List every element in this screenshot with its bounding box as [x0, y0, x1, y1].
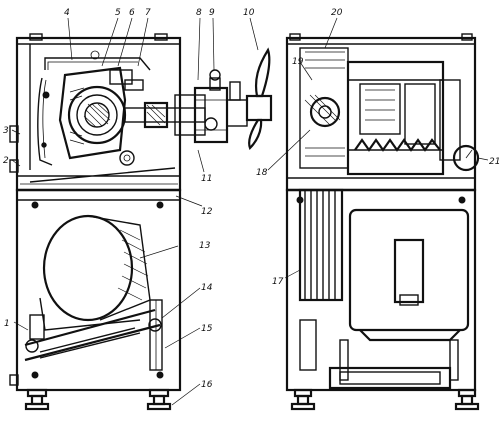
left-view: [9, 33, 273, 411]
callout-4: 4: [64, 8, 70, 18]
left-upper-cabinet: [15, 36, 182, 192]
callout-5: 5: [115, 8, 121, 18]
callout-18: 18: [256, 168, 268, 178]
callout-13: 13: [199, 241, 211, 251]
motor-side-view: [348, 208, 470, 342]
valve-block: [346, 60, 461, 176]
callout-12: 12: [201, 207, 213, 217]
callout-16: 16: [201, 380, 213, 390]
callout-11: 11: [201, 174, 212, 184]
callout-15: 15: [201, 324, 213, 334]
compressor-unit: [58, 66, 144, 166]
callout-9: 9: [209, 8, 215, 18]
callout-3: 3: [3, 126, 9, 136]
callout-7: 7: [145, 8, 151, 18]
right-upper-cabinet: [285, 36, 477, 192]
left-feet: [24, 388, 172, 411]
fan: [245, 47, 273, 150]
right-lower-cabinet: [285, 188, 477, 392]
left-lower-cabinet: [15, 188, 182, 392]
callout-labels: 1 2 3 4 5 6 7 8 9 10 11 12 13 14 15 16 1…: [3, 8, 500, 390]
callout-17: 17: [272, 277, 284, 287]
callout-19: 19: [292, 57, 304, 67]
callout-1: 1: [4, 319, 10, 329]
electric-motor: [39, 214, 151, 331]
pulley: [298, 188, 344, 302]
right-feet: [290, 388, 480, 411]
callout-8: 8: [196, 8, 202, 18]
drive-shaft: [124, 69, 248, 144]
callout-14: 14: [201, 283, 213, 293]
callout-20: 20: [331, 8, 343, 18]
right-view: [285, 33, 480, 411]
leader-lines: [11, 17, 489, 406]
callout-21: 21: [489, 157, 500, 167]
callout-2: 2: [3, 156, 9, 166]
callout-6: 6: [129, 8, 135, 18]
callout-10: 10: [243, 8, 255, 18]
